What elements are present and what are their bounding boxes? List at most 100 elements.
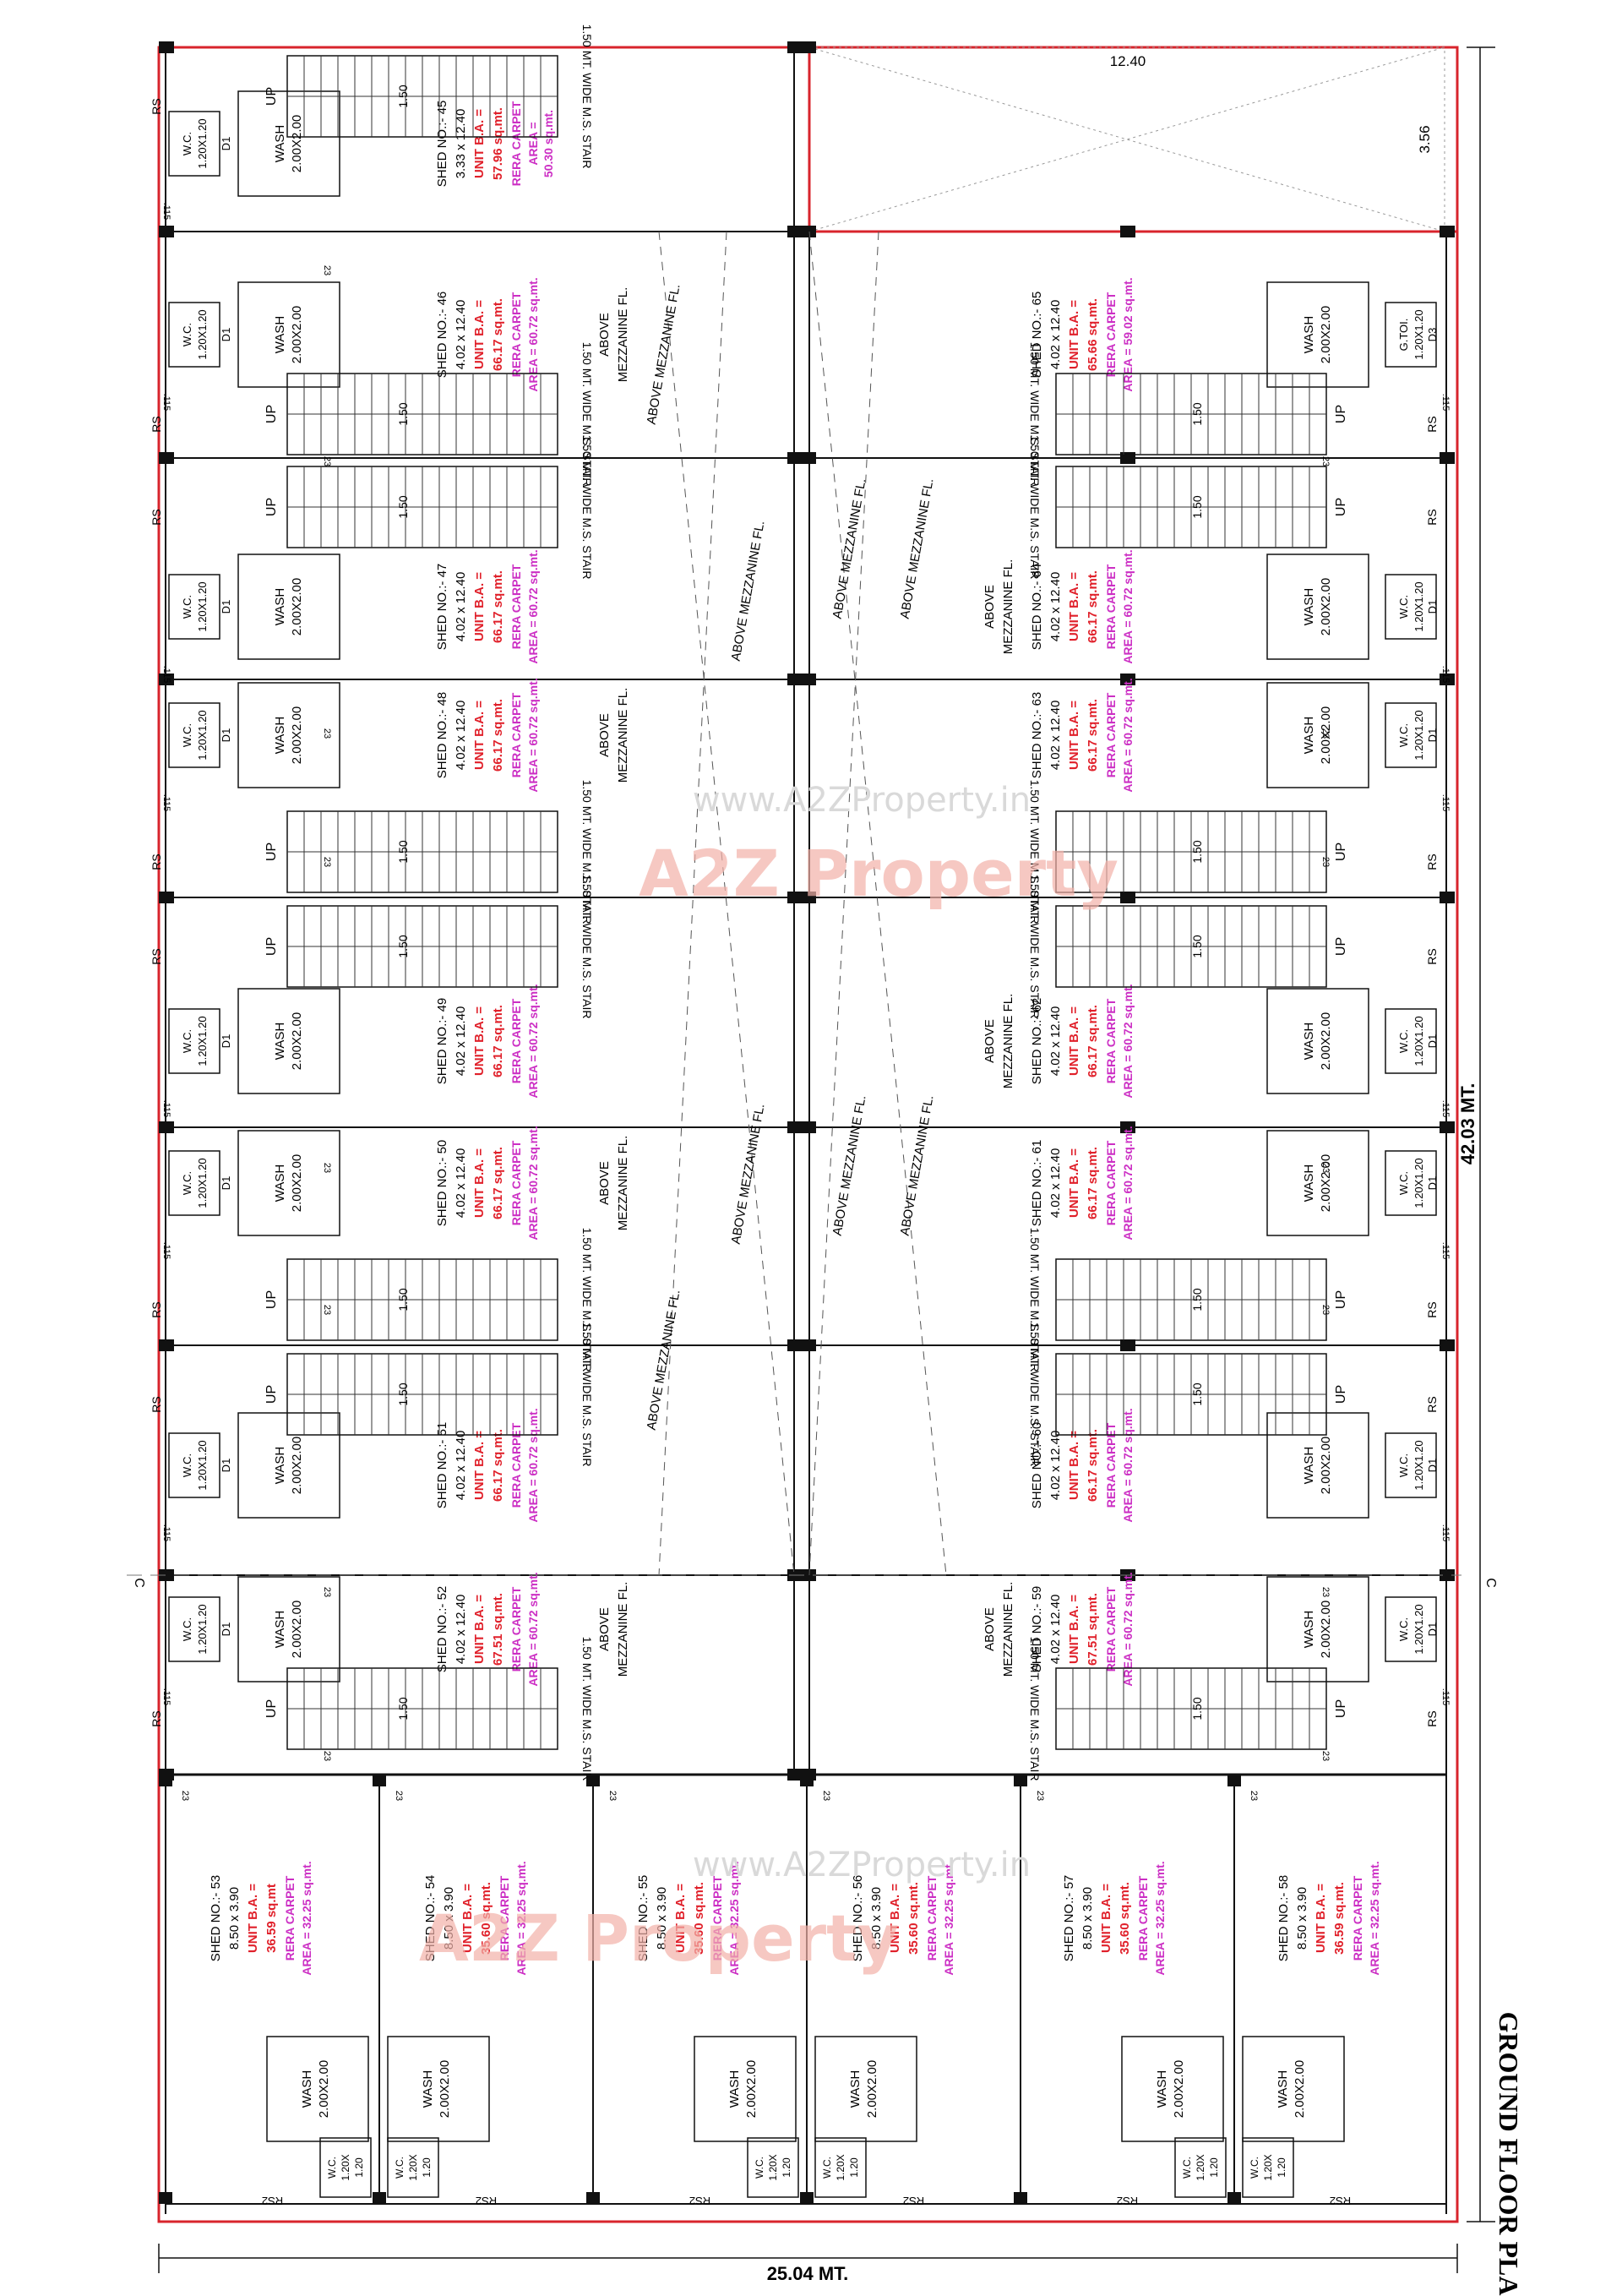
wc-label: W.C. bbox=[181, 132, 193, 155]
column-right-mid bbox=[1120, 1339, 1135, 1351]
wash-box bbox=[237, 682, 340, 788]
shed-ba-value: 67.51 sq.mt. bbox=[1086, 1593, 1100, 1666]
shed-ba-value: 66.17 sq.mt. bbox=[491, 699, 505, 772]
stair-caption: 1.50 MT. WIDE M.S. STAIR bbox=[1028, 1323, 1042, 1467]
column-right bbox=[1440, 892, 1455, 903]
wc-box bbox=[168, 1596, 220, 1662]
dim-label: .115 bbox=[1440, 394, 1451, 412]
wc-label: W.C. bbox=[181, 1617, 193, 1641]
wc-label: W.C. bbox=[754, 2157, 765, 2179]
mezzanine-label-a: ABOVE bbox=[982, 585, 997, 629]
wash-box bbox=[237, 1412, 340, 1519]
wc-size-b: 1.20 bbox=[848, 2157, 860, 2178]
shed-number: SHED NO.:- 58 bbox=[1276, 1875, 1291, 1962]
stair-width-label: 1.50 bbox=[1190, 1288, 1204, 1311]
bottom-column bbox=[373, 1775, 386, 1786]
wash-label: WASH bbox=[1302, 1447, 1316, 1484]
rs-label: RS bbox=[150, 416, 163, 432]
overall-length-label: 42.03 MT. bbox=[1457, 1083, 1478, 1165]
wc-label: W.C. bbox=[181, 595, 193, 619]
shed-ba-label: UNIT B.A. = bbox=[246, 1884, 260, 1953]
column-center bbox=[787, 41, 816, 53]
wc-box bbox=[168, 1008, 220, 1074]
wc-size: 1.20X1.20 bbox=[196, 710, 209, 760]
shed-ba-value: 36.59 sq.mt. bbox=[1332, 1882, 1347, 1955]
mezzanine-label-b: MEZZANINE FL. bbox=[616, 1136, 630, 1231]
wc-size-a: 1.20X bbox=[407, 2154, 419, 2180]
shed-ba-label: UNIT B.A. = bbox=[1067, 572, 1081, 641]
mezzanine-label-b: MEZZANINE FL. bbox=[616, 287, 630, 383]
wc-label: W.C. bbox=[326, 2157, 338, 2179]
shed-size: 4.02 x 12.40 bbox=[454, 572, 468, 642]
dim-label: 23 bbox=[322, 265, 332, 275]
wash-box bbox=[237, 988, 340, 1094]
shed-ba-value: 35.60 sq.mt. bbox=[479, 1882, 493, 1955]
shed-rera-value: AREA = 32.25 sq.mt. bbox=[727, 1861, 741, 1975]
column-left bbox=[159, 1569, 174, 1581]
shed-rera-value: AREA = 60.72 sq.mt. bbox=[526, 984, 540, 1098]
wash-label: WASH bbox=[727, 2070, 742, 2108]
wc-label: W.C. bbox=[1397, 1453, 1410, 1477]
wash-label: WASH bbox=[1302, 588, 1316, 625]
wash-box bbox=[1121, 2036, 1224, 2142]
dim-label: 23 bbox=[322, 1587, 332, 1597]
wc-box bbox=[1385, 1008, 1437, 1074]
shed-ba-value: 66.17 sq.mt. bbox=[1086, 699, 1100, 772]
mezzanine-label-a: ABOVE bbox=[597, 713, 612, 757]
shed-rera-value: AREA = 60.72 sq.mt. bbox=[1121, 984, 1135, 1098]
column-center bbox=[787, 892, 816, 903]
dim-label: .115 bbox=[1440, 1242, 1451, 1260]
shed-size: 4.02 x 12.40 bbox=[1048, 1006, 1063, 1077]
wash-size: 2.00X2.00 bbox=[290, 1437, 304, 1494]
dim-label: 23 bbox=[1320, 1751, 1331, 1761]
dim-label: .115 bbox=[1440, 1100, 1451, 1118]
wash-box bbox=[237, 1130, 340, 1236]
shed-rera-label: RERA CARPET bbox=[1104, 564, 1118, 649]
door-label: D1 bbox=[1426, 1176, 1439, 1191]
stair-up-label: UP bbox=[264, 937, 279, 956]
stair-up-label: UP bbox=[1334, 405, 1348, 423]
bottom-column bbox=[586, 1775, 600, 1786]
wash-box bbox=[237, 1576, 340, 1682]
stair-width-label: 1.50 bbox=[1190, 935, 1204, 957]
shed-ba-value: 35.60 sq.mt. bbox=[1118, 1882, 1132, 1955]
door-label: D1 bbox=[220, 1034, 232, 1049]
wash-size: 2.00X2.00 bbox=[290, 1012, 304, 1070]
shed-size: 8.50 x 3.90 bbox=[227, 1887, 242, 1950]
wc-size: 1.20X1.20 bbox=[1412, 1158, 1425, 1208]
shed-rera-label: RERA CARPET bbox=[509, 564, 523, 649]
wash-size: 2.00X2.00 bbox=[290, 115, 304, 172]
shed-rera-label: RERA CARPET bbox=[1136, 1875, 1150, 1961]
shed-number: SHED NO.:- 56 bbox=[851, 1875, 865, 1962]
shed-ba-label: UNIT B.A. = bbox=[888, 1884, 902, 1953]
dim-label: .115 bbox=[1440, 794, 1451, 812]
column-center bbox=[787, 1339, 816, 1351]
wc-label: W.C. bbox=[821, 2157, 833, 2179]
bottom-column bbox=[800, 2192, 814, 2204]
shed-number: SHED NO.:- 54 bbox=[423, 1875, 438, 1962]
dim-label: 23 bbox=[1320, 1163, 1331, 1173]
column-right bbox=[1440, 452, 1455, 464]
stair-up-label: UP bbox=[1334, 843, 1348, 861]
wash-box bbox=[1266, 1576, 1369, 1682]
wash-box bbox=[1266, 682, 1369, 788]
shed-rera-value: AREA = 60.72 sq.mt. bbox=[526, 549, 540, 663]
column-right-mid bbox=[1120, 1121, 1135, 1133]
wash-label: WASH bbox=[421, 2070, 435, 2108]
shed-size: 4.02 x 12.40 bbox=[1048, 300, 1063, 370]
dim-label: .115 bbox=[161, 1524, 171, 1542]
stair-up-label: UP bbox=[264, 1385, 279, 1404]
column-left bbox=[159, 452, 174, 464]
wc-label: W.C. bbox=[1397, 595, 1410, 619]
bottom-column bbox=[1227, 2192, 1241, 2204]
stair-up-label: UP bbox=[264, 1290, 279, 1309]
shed-size: 3.33 x 12.40 bbox=[454, 109, 468, 179]
bottom-column bbox=[1227, 1775, 1241, 1786]
stair-caption: 1.50 MT. WIDE M.S. STAIR bbox=[1028, 342, 1042, 487]
wash-size: 2.00X2.00 bbox=[865, 2060, 879, 2118]
shed-number: SHED NO.:- 55 bbox=[636, 1875, 650, 1962]
wc-box bbox=[168, 1432, 220, 1498]
wc-size-b: 1.20 bbox=[781, 2157, 792, 2178]
